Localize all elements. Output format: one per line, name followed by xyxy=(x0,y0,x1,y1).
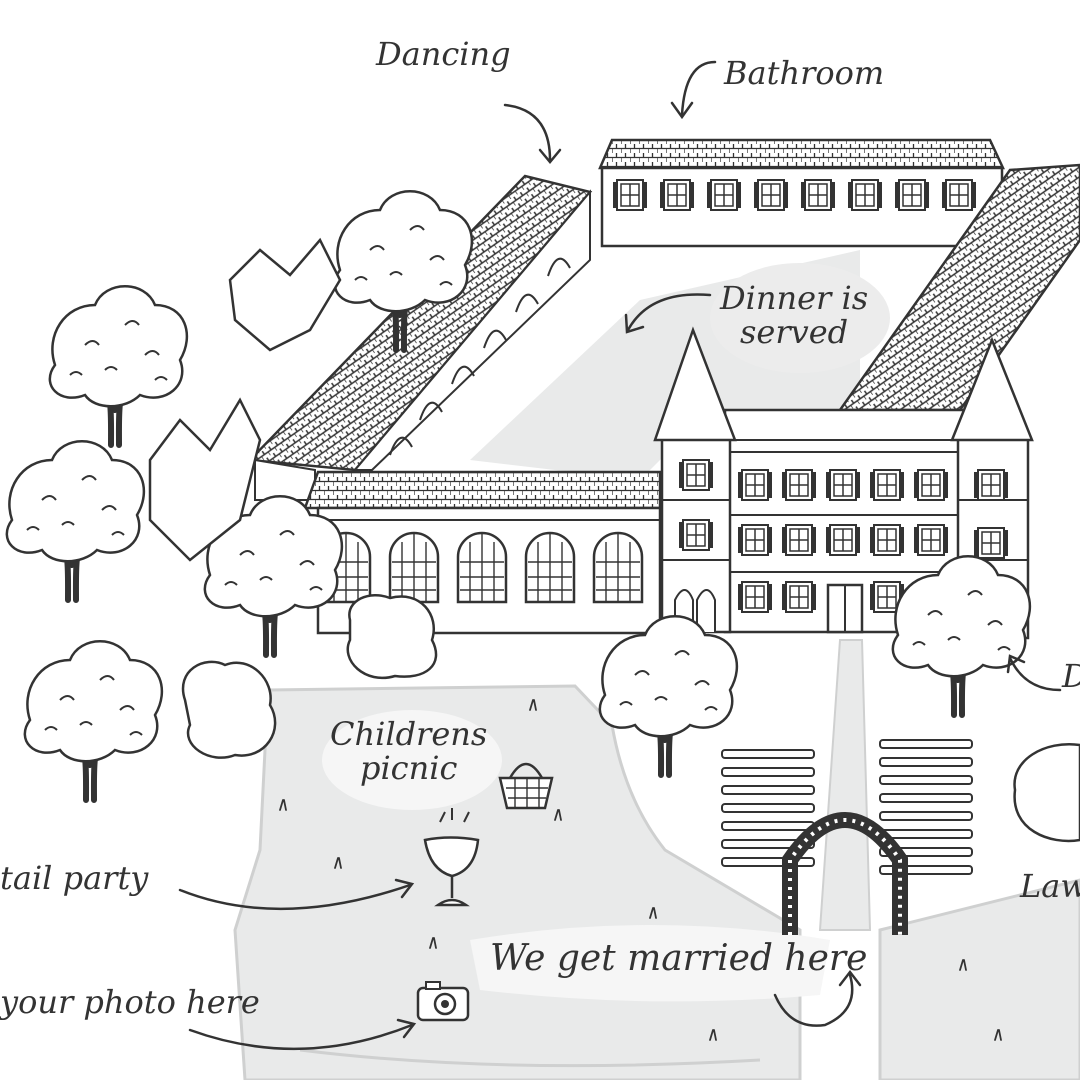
label-photo-spot: your photo here xyxy=(0,983,260,1021)
label-ceremony: We get married here xyxy=(490,938,868,979)
flower-arch-icon xyxy=(782,812,908,935)
label-dancing: Dancing xyxy=(376,35,511,73)
label-dinner: Dinner is served xyxy=(720,279,869,351)
label-dinner-line2: served xyxy=(740,312,849,351)
label-dinner-line1: Dinner is xyxy=(720,279,869,317)
label-edge-cut: D xyxy=(1062,659,1080,694)
label-cocktail-party: tail party xyxy=(0,859,149,897)
label-childrens-line2: picnic xyxy=(359,748,458,787)
label-childrens-picnic: Childrens picnic xyxy=(330,715,488,787)
label-childrens-line1: Childrens xyxy=(330,715,488,753)
label-lawn: Law xyxy=(1020,867,1080,905)
cocktail-glass-icon xyxy=(423,808,480,907)
picnic-basket-icon xyxy=(498,762,554,810)
label-bathroom: Bathroom xyxy=(724,54,885,92)
camera-icon xyxy=(416,981,470,1022)
